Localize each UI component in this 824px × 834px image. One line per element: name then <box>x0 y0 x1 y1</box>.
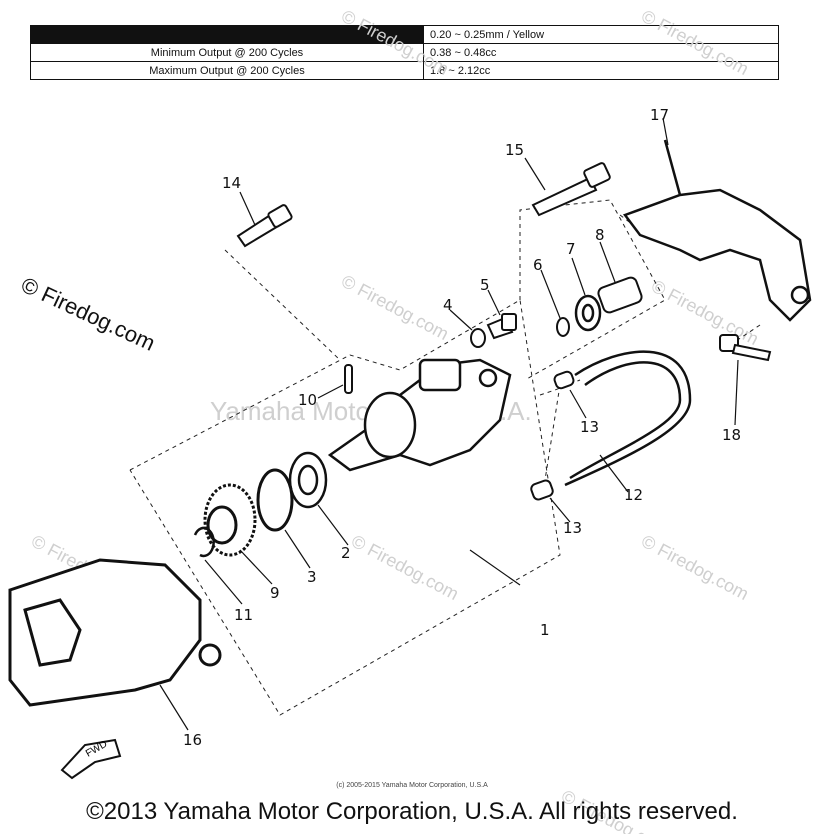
callout-17: 17 <box>650 106 669 124</box>
part-2-bearing <box>288 451 328 509</box>
callout-13: 13 <box>563 519 582 537</box>
fwd-arrow-icon <box>60 738 122 780</box>
callout-3: 3 <box>307 568 317 586</box>
pin-10 <box>344 364 353 394</box>
callout-18: 18 <box>722 426 741 444</box>
spec-table: 0.20 ~ 0.25mm / Yellow Minimum Output @ … <box>30 25 779 80</box>
watermark: © Firedog.com <box>638 531 752 604</box>
clamp-13 <box>553 370 575 390</box>
callout-2: 2 <box>341 544 351 562</box>
bolt-15 <box>531 162 611 217</box>
part-8-plug <box>597 276 643 314</box>
spec-value: 1.8 ~ 2.12cc <box>423 61 779 80</box>
leader-lines <box>159 117 739 731</box>
housing-16 <box>8 558 222 707</box>
callout-7: 7 <box>566 240 576 258</box>
callout-15: 15 <box>505 141 524 159</box>
part-5-bolt <box>486 313 517 340</box>
part-3-oring <box>256 468 294 532</box>
callout-13: 13 <box>580 418 599 436</box>
copyright: ©2013 Yamaha Motor Corporation, U.S.A. A… <box>86 798 738 825</box>
callout-1: 1 <box>540 621 550 639</box>
callout-10: 10 <box>298 391 317 409</box>
bolt-14 <box>236 204 293 248</box>
callout-6: 6 <box>533 256 543 274</box>
bracket-17 <box>622 139 812 322</box>
part-4-washer <box>470 328 486 348</box>
part-7-seal <box>574 294 602 332</box>
hose-12 <box>564 350 692 487</box>
callout-9: 9 <box>270 584 280 602</box>
callout-12: 12 <box>624 486 643 504</box>
clamp-13 <box>530 479 554 501</box>
bolt-18 <box>719 334 772 362</box>
callout-16: 16 <box>183 731 202 749</box>
watermark: © Firedog.com <box>338 6 452 79</box>
watermark: © Firedog.com <box>638 6 752 79</box>
copyright-small: (c) 2005-2015 Yamaha Motor Corporation, … <box>336 782 488 789</box>
pump-body <box>327 358 512 472</box>
spec-label: Maximum Output @ 200 Cycles <box>30 61 424 80</box>
callout-5: 5 <box>480 276 490 294</box>
part-11-clip <box>193 526 215 558</box>
spec-row: Maximum Output @ 200 Cycles 1.8 ~ 2.12cc <box>30 61 779 80</box>
watermark: © Firedog.com <box>348 531 462 604</box>
callout-11: 11 <box>234 606 253 624</box>
part-6-washer <box>556 317 570 337</box>
part-9-gear <box>203 483 257 557</box>
watermark: © Firedog.com <box>338 271 452 344</box>
watermark: © Firedog.com <box>648 276 762 349</box>
spec-label <box>30 25 424 44</box>
callout-14: 14 <box>222 174 241 192</box>
callout-8: 8 <box>595 226 605 244</box>
callout-4: 4 <box>443 296 453 314</box>
